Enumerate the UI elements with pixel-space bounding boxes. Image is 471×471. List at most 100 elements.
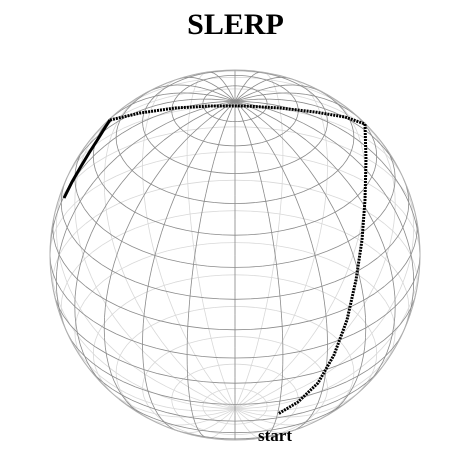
grid-line-segment (343, 201, 352, 208)
grid-line-segment (362, 347, 366, 357)
grid-line-segment (391, 223, 395, 235)
grid-line-segment (258, 80, 265, 84)
grid-line-segment (268, 85, 278, 89)
grid-line-segment (126, 103, 133, 110)
grid-line-segment (277, 276, 280, 289)
grid-line-segment (243, 92, 253, 98)
grid-line-segment (357, 369, 369, 377)
grid-line-segment (166, 117, 178, 124)
grid-line-segment (246, 418, 254, 424)
grid-line-segment (223, 388, 227, 390)
grid-line-segment (399, 220, 405, 232)
grid-line-segment (252, 422, 260, 427)
grid-line-segment (154, 358, 160, 363)
grid-line-segment (228, 394, 233, 402)
grid-line-segment (258, 426, 265, 430)
grid-line-segment (186, 85, 191, 89)
grid-line-segment (283, 227, 295, 231)
grid-line-segment (350, 195, 358, 202)
grid-line-segment (95, 287, 103, 298)
grid-line-segment (116, 125, 119, 132)
grid-line-segment (369, 327, 378, 337)
grid-line-segment (357, 382, 367, 390)
grid-line-segment (289, 125, 293, 129)
grid-line-segment (351, 353, 364, 360)
grid-line-segment (196, 78, 200, 83)
grid-line-segment (371, 333, 375, 341)
grid-line-segment (216, 74, 220, 78)
grid-line-segment (175, 122, 179, 126)
grid-line-segment (250, 210, 266, 213)
grid-line-segment (268, 216, 272, 229)
grid-line-segment (305, 151, 312, 156)
grid-line-segment (191, 233, 194, 246)
grid-line-segment (95, 212, 103, 223)
grid-line-segment (240, 90, 248, 97)
grid-line-segment (367, 176, 373, 184)
grid-line-segment (142, 161, 157, 167)
grid-line-segment (74, 331, 76, 340)
grid-line-segment (324, 108, 335, 113)
grid-line-segment (393, 285, 396, 297)
grid-line-segment (175, 95, 179, 99)
grid-line-segment (394, 289, 401, 300)
grid-line-segment (228, 414, 233, 421)
grid-line-segment (198, 102, 211, 105)
grid-line-segment (142, 175, 144, 187)
grid-line-segment (69, 270, 78, 280)
grid-line-segment (394, 298, 403, 307)
grid-line-segment (389, 201, 396, 212)
grid-line-segment (385, 201, 391, 209)
grid-line-segment (325, 292, 336, 299)
grid-line-segment (268, 430, 272, 435)
grid-line-segment (392, 339, 395, 348)
grid-line-segment (112, 268, 122, 275)
grid-line-segment (287, 345, 295, 349)
grid-line-segment (292, 351, 301, 361)
grid-line-segment (280, 187, 283, 199)
grid-line-segment (161, 394, 176, 399)
grid-line-segment (371, 135, 375, 143)
grid-line-segment (365, 146, 375, 155)
grid-line-segment (262, 413, 265, 416)
grid-line-segment (225, 84, 230, 90)
grid-line-segment (260, 87, 270, 91)
grid-line-segment (332, 170, 339, 176)
grid-line-segment (245, 86, 249, 88)
grid-line-segment (129, 164, 138, 174)
grid-line-segment (97, 176, 103, 184)
grid-line-segment (194, 434, 205, 438)
grid-line-segment (156, 348, 172, 353)
grid-line-segment (337, 376, 348, 384)
grid-line-segment (206, 112, 209, 115)
grid-line-segment (172, 129, 188, 134)
grid-line-segment (203, 78, 209, 81)
grid-line-segment (377, 251, 386, 260)
grid-line-segment (95, 146, 105, 155)
grid-line-segment (326, 146, 328, 156)
grid-line-segment (324, 397, 335, 402)
grid-line-segment (305, 87, 317, 92)
grid-line-segment (166, 386, 178, 393)
grid-line-segment (337, 400, 344, 407)
grid-line-segment (311, 183, 320, 189)
grid-line-segment (143, 179, 152, 185)
grid-line-segment (408, 219, 415, 229)
grid-line-segment (55, 245, 60, 255)
grid-line-segment (125, 103, 132, 110)
grid-line-segment (259, 394, 262, 397)
grid-line-segment (187, 382, 190, 391)
grid-line-segment (259, 405, 272, 408)
grid-line-segment (92, 362, 103, 371)
grid-line-segment (179, 90, 184, 94)
grid-line-segment (150, 95, 156, 101)
grid-line-segment (175, 194, 185, 198)
grid-line-segment (190, 423, 195, 427)
grid-line-segment (154, 413, 160, 418)
grid-line-segment (264, 400, 267, 402)
grid-line-segment (279, 293, 295, 297)
grid-line-segment (210, 77, 223, 79)
grid-line-segment (213, 364, 219, 367)
grid-line-segment (75, 326, 79, 336)
grid-line-segment (203, 193, 207, 206)
